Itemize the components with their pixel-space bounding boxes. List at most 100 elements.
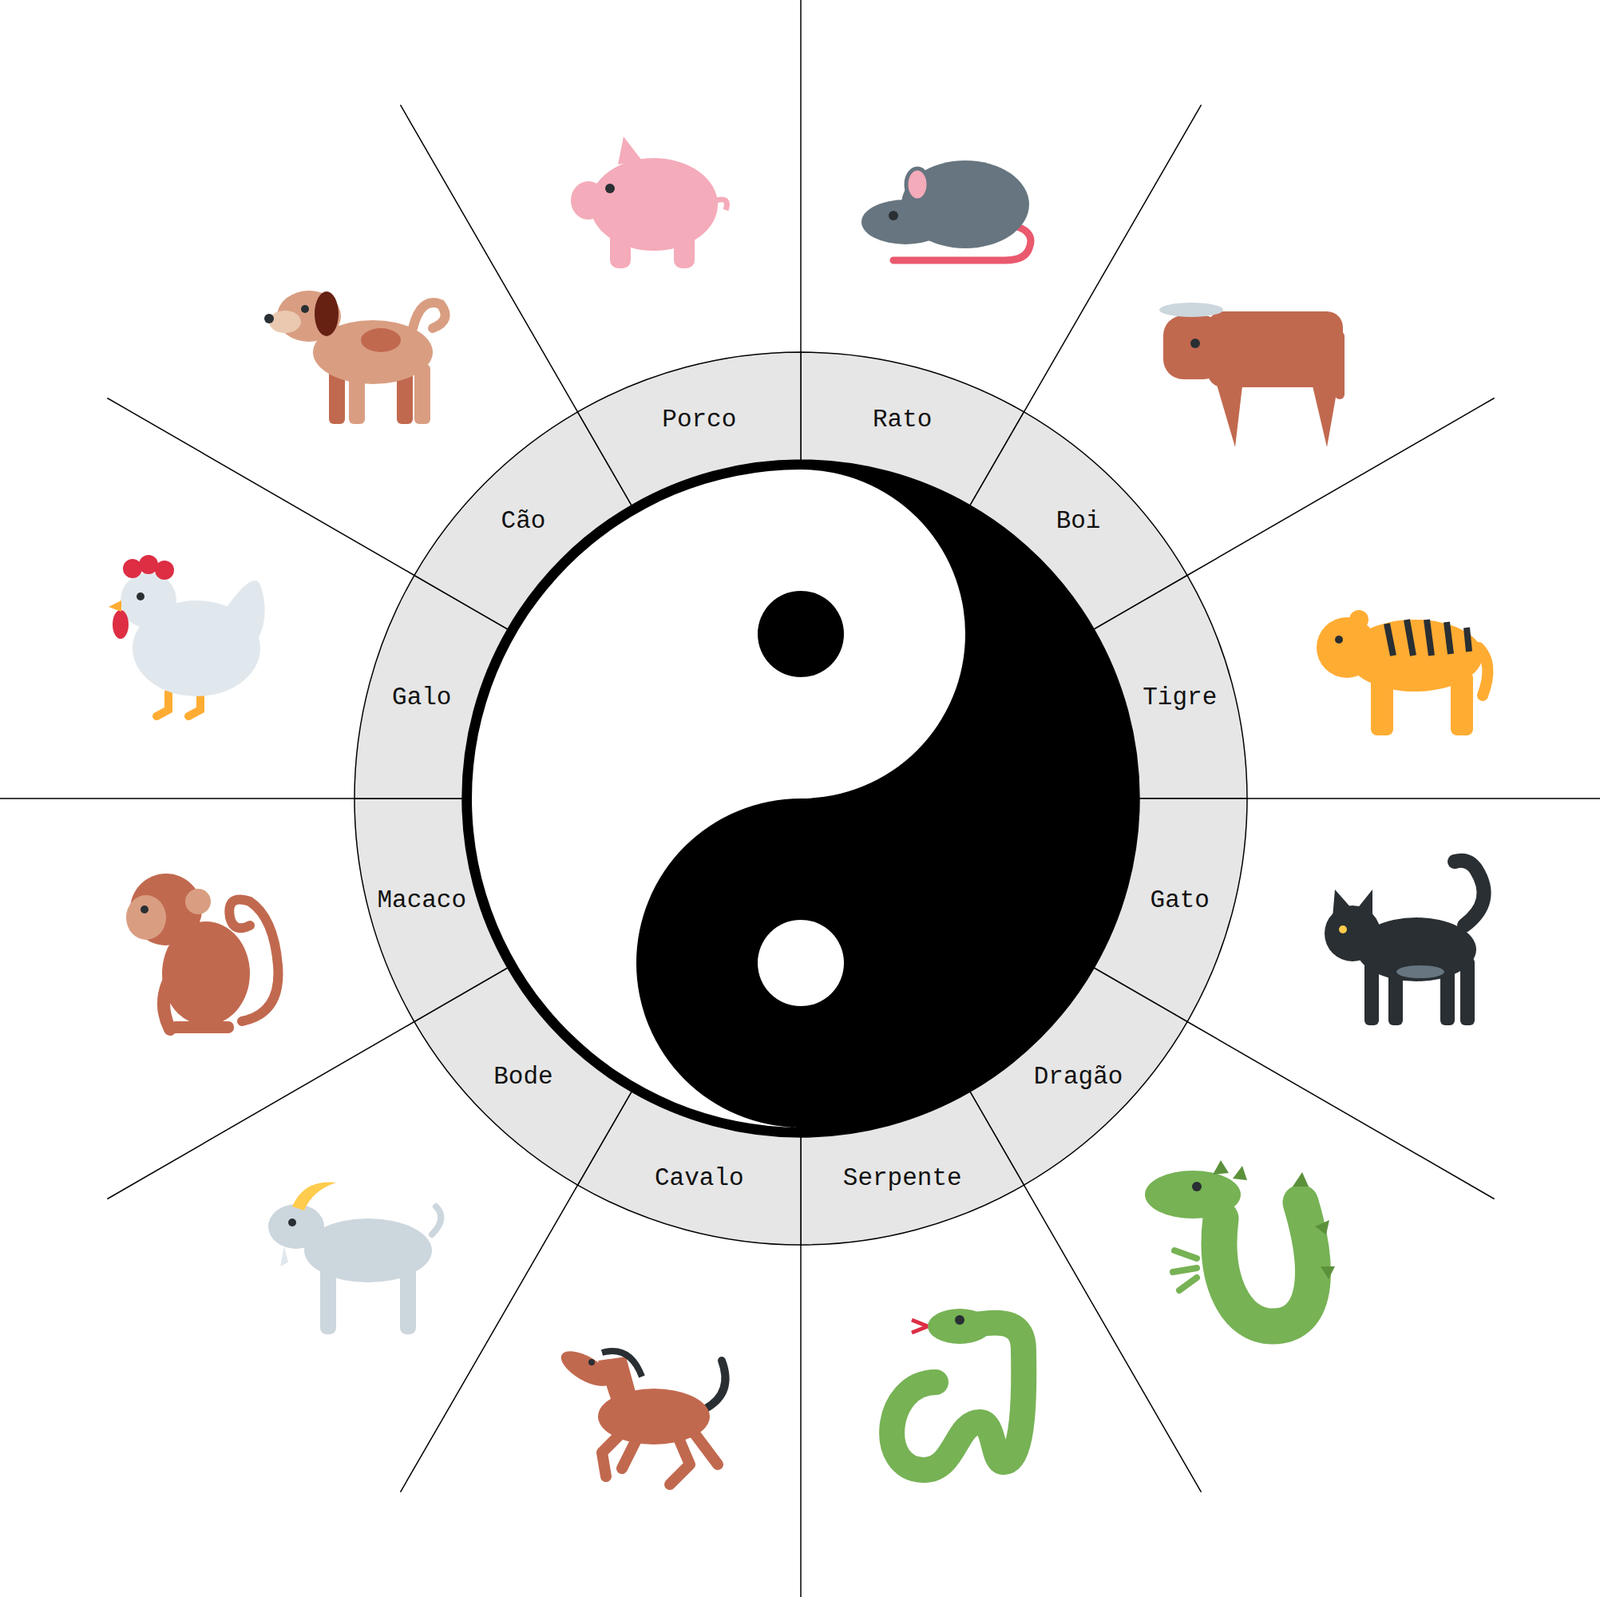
tiger-icon bbox=[1316, 609, 1488, 736]
ox-icon bbox=[1159, 302, 1224, 317]
pig-icon bbox=[617, 136, 642, 165]
horse-icon bbox=[601, 1350, 642, 1377]
ox-icon bbox=[1163, 315, 1224, 380]
tiger-icon bbox=[1349, 609, 1369, 630]
monkey-icon bbox=[163, 965, 179, 1030]
animal-name: Cavalo bbox=[654, 1164, 745, 1190]
goat-icon bbox=[292, 1181, 337, 1211]
dragon-icon bbox=[1192, 1181, 1202, 1192]
animal-name: Gato bbox=[1150, 887, 1210, 913]
dog-icon bbox=[264, 313, 274, 324]
divider-line bbox=[1247, 797, 1600, 800]
zodiac-segment: Macaco bbox=[352, 796, 510, 1024]
zodiac-segment: Porco bbox=[575, 350, 803, 507]
goat-icon bbox=[288, 1218, 297, 1227]
rat-icon bbox=[861, 160, 1031, 261]
yin-yang-disc bbox=[462, 459, 1140, 1137]
divider-line bbox=[400, 1184, 579, 1493]
snake-icon bbox=[954, 1314, 965, 1325]
animal-name: Macaco bbox=[376, 887, 467, 913]
cat-icon bbox=[1338, 925, 1347, 934]
tiger-icon bbox=[1334, 635, 1343, 644]
divider-line bbox=[1187, 1021, 1495, 1200]
rooster-icon bbox=[112, 609, 129, 639]
dog-icon bbox=[269, 310, 301, 333]
dog-icon bbox=[264, 290, 446, 424]
dragon-icon bbox=[1212, 1160, 1248, 1181]
segment-shape bbox=[1093, 575, 1248, 800]
pig-icon bbox=[570, 136, 728, 269]
dog-icon bbox=[360, 328, 401, 353]
rooster-icon bbox=[122, 558, 143, 579]
zodiac-segment: Serpente bbox=[799, 1089, 1026, 1247]
snake-icon bbox=[891, 1322, 1024, 1470]
rooster-icon bbox=[154, 560, 175, 580]
ox-icon bbox=[1207, 311, 1343, 388]
monkey-icon bbox=[126, 873, 278, 1034]
cat-icon bbox=[1396, 965, 1445, 979]
monkey-icon bbox=[140, 905, 149, 914]
goat-icon bbox=[268, 1181, 441, 1335]
animal-name: Rato bbox=[872, 407, 932, 432]
animal-name: Porco bbox=[661, 407, 737, 432]
ox-icon bbox=[1159, 302, 1345, 448]
horse-icon bbox=[555, 1344, 725, 1485]
animal-name: Dragão bbox=[1033, 1063, 1124, 1089]
divider-line bbox=[1024, 1184, 1202, 1493]
dragon-icon bbox=[1144, 1160, 1335, 1327]
ox-icon bbox=[1190, 338, 1200, 349]
animal-name: Tigre bbox=[1142, 684, 1217, 709]
snake-icon bbox=[911, 1319, 928, 1333]
cat-icon bbox=[1454, 860, 1485, 926]
segment-shape bbox=[354, 798, 508, 1022]
rat-icon bbox=[906, 168, 929, 201]
pig-icon bbox=[605, 183, 615, 194]
rooster-icon bbox=[136, 592, 145, 601]
animal-name: Cão bbox=[501, 508, 547, 534]
goat-icon bbox=[431, 1206, 441, 1235]
zodiac-segment: Tigre bbox=[1092, 573, 1249, 800]
goat-icon bbox=[268, 1203, 325, 1249]
rooster-icon bbox=[120, 572, 177, 629]
yin-yang-symbol bbox=[462, 459, 1140, 1137]
horse-icon bbox=[588, 1358, 595, 1366]
dog-icon bbox=[300, 304, 309, 313]
dog-icon bbox=[314, 291, 339, 337]
rooster-icon bbox=[108, 600, 122, 612]
divider-line bbox=[800, 1244, 802, 1597]
goat-icon bbox=[280, 1246, 289, 1267]
tiger-icon bbox=[1316, 617, 1378, 678]
dog-icon bbox=[412, 302, 446, 329]
tiger-icon bbox=[1386, 619, 1470, 656]
divider-line bbox=[800, 0, 802, 353]
snake-icon bbox=[891, 1308, 1024, 1470]
segment-shape bbox=[800, 1091, 1025, 1245]
divider-line bbox=[0, 797, 355, 800]
pig-icon bbox=[570, 181, 606, 220]
rat-icon bbox=[861, 199, 950, 245]
monkey-icon bbox=[126, 895, 167, 940]
ox-icon bbox=[1215, 379, 1339, 448]
yin-yang-dot bbox=[757, 590, 844, 678]
cat-icon bbox=[1332, 889, 1373, 918]
pig-icon bbox=[716, 199, 728, 210]
dragon-icon bbox=[1292, 1172, 1335, 1280]
dragon-icon bbox=[1144, 1170, 1241, 1219]
rat-icon bbox=[888, 210, 899, 221]
segment-shape bbox=[578, 352, 802, 506]
monkey-icon bbox=[185, 888, 211, 915]
animal-name: Serpente bbox=[843, 1164, 963, 1190]
dragon-icon bbox=[1172, 1250, 1197, 1291]
monkey-icon bbox=[170, 1021, 234, 1034]
animal-name: Galo bbox=[392, 684, 452, 709]
rooster-icon bbox=[108, 554, 266, 717]
cat-icon bbox=[1324, 860, 1485, 1026]
yin-yang-dot bbox=[757, 919, 844, 1006]
pig-icon bbox=[590, 158, 718, 251]
animal-name: Boi bbox=[1056, 508, 1101, 534]
dragon-icon bbox=[1219, 1202, 1313, 1327]
snake-icon bbox=[927, 1308, 992, 1344]
horse-icon bbox=[705, 1360, 726, 1409]
